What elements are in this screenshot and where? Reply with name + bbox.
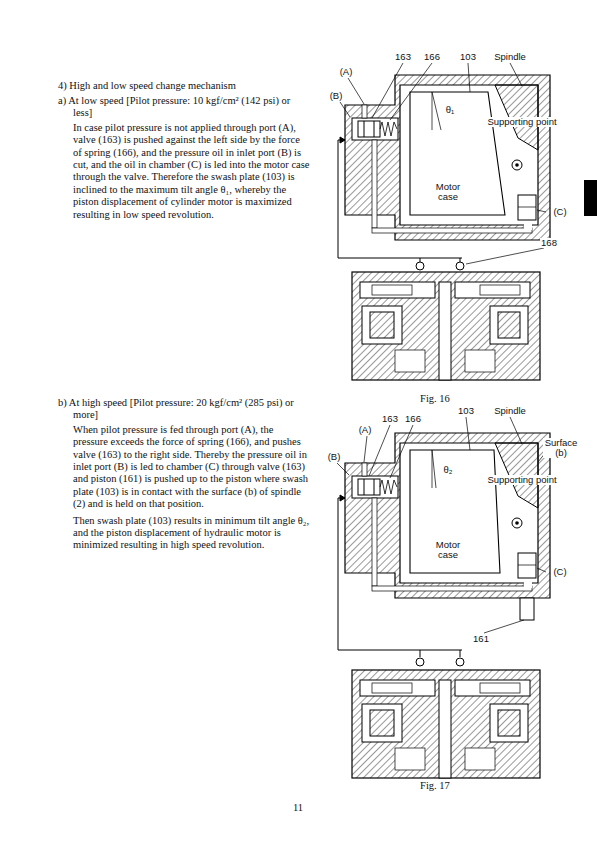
drawing-stroke	[416, 658, 424, 666]
piston-161	[520, 598, 534, 620]
swash-plate	[410, 92, 505, 573]
subheading: a) At low speed [Pilot pressure: 10 kgf/…	[58, 95, 310, 120]
body-paragraph: When pilot pressure is fed through port …	[73, 424, 310, 511]
drawing-stroke	[520, 598, 534, 620]
drawing-stroke	[456, 658, 464, 666]
text-column: b) At high speed [Pilot pressure: 20 kgf…	[58, 397, 310, 552]
port-label: (B)	[329, 91, 344, 101]
leader-line	[337, 63, 546, 633]
part-name: Spindle	[493, 52, 527, 62]
drawing-stroke	[456, 262, 464, 270]
drawing-stroke	[352, 670, 540, 778]
pilot-piping	[338, 137, 462, 657]
callout-number: 168	[540, 238, 558, 248]
drawing-stroke	[340, 137, 345, 501]
part-name: Spindle	[493, 406, 527, 416]
part-name: Supporting point	[486, 475, 557, 485]
drawing-stroke	[432, 450, 436, 488]
part-name: Surface (b)	[543, 438, 579, 458]
callout-number: 103	[459, 52, 477, 62]
drawing-stroke	[352, 272, 540, 380]
drawing-stroke	[337, 417, 546, 633]
callout-number: 163	[394, 52, 412, 62]
port-label: (C)	[552, 567, 567, 577]
part-name: Motor case	[429, 182, 467, 202]
drawing-stroke	[345, 433, 550, 598]
callout-number: 161	[472, 634, 490, 644]
body-paragraph: In case pilot pressure is not applied th…	[73, 122, 310, 221]
port-label: (C)	[552, 207, 567, 217]
callout-number: 103	[457, 406, 475, 416]
drawing-stroke	[410, 450, 500, 573]
section-heading: 4) High and low speed change mechanism	[58, 80, 236, 91]
tilt-angle-lines	[432, 92, 441, 488]
drawing-stroke	[416, 262, 424, 270]
drawing-stroke	[340, 63, 546, 264]
text-column: a) At low speed [Pilot pressure: 10 kgf/…	[58, 95, 310, 221]
drawing-stroke	[432, 92, 441, 130]
page-number: 11	[292, 802, 304, 813]
part-name: Supporting point	[486, 117, 557, 127]
callout-number: 166	[404, 414, 422, 424]
drawing-stroke	[338, 498, 462, 657]
angle-symbol: θ₂	[443, 465, 454, 475]
port-label: (A)	[339, 67, 354, 77]
figure-caption: Fig. 17	[419, 780, 451, 791]
angle-symbol: θ₁	[445, 105, 456, 115]
subheading: b) At high speed [Pilot pressure: 20 kgf…	[58, 397, 310, 422]
part-name: Motor case	[429, 540, 467, 560]
drawing-stroke	[345, 75, 550, 240]
callout-number: 163	[381, 414, 399, 424]
port-label: (B)	[327, 452, 342, 462]
port-label: (A)	[358, 425, 373, 435]
figure-caption: Fig. 16	[419, 393, 451, 404]
section-tab	[584, 180, 597, 216]
drawing-stroke	[432, 92, 433, 130]
drawing-stroke	[410, 92, 505, 215]
check-valve	[416, 262, 464, 666]
callout-number: 166	[423, 52, 441, 62]
body-paragraph: Then swash plate (103) results in minimu…	[73, 515, 310, 552]
